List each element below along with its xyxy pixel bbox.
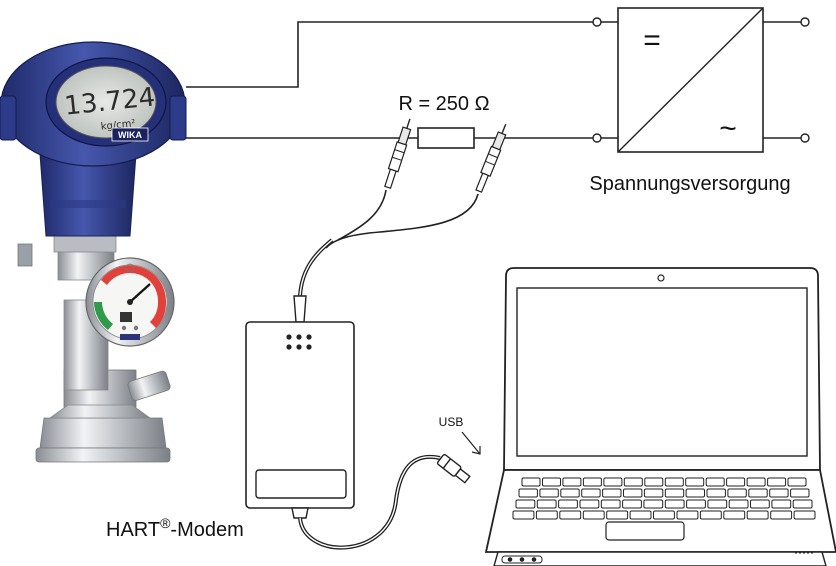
keyboard-key [750, 499, 770, 509]
keyboard-key [643, 499, 664, 509]
power-supply-symbol: = ~ [617, 7, 764, 153]
keyboard-key [606, 510, 629, 520]
keyboard-key [602, 488, 622, 498]
keyboard-key [581, 488, 601, 498]
keyboard-key [644, 477, 664, 487]
keyboard-key [746, 510, 769, 520]
usb-plug [436, 453, 471, 484]
keyboard-key [728, 499, 749, 509]
terminal-in-bottom [592, 133, 602, 143]
keyboard-key [539, 488, 559, 498]
keyboard-key [706, 488, 726, 498]
usb-cable [298, 454, 441, 550]
keyboard-key [653, 510, 675, 520]
laptop-touchpad [605, 521, 685, 541]
pressure-transmitter: 13.724 kg/cm² WIKA [0, 41, 187, 463]
keyboard-key [515, 499, 536, 509]
keyboard-key [560, 488, 580, 498]
terminal-out-top [800, 17, 810, 27]
keyboard-key [582, 510, 605, 520]
keyboard-key [643, 488, 664, 498]
keyboard-key [685, 488, 705, 498]
keyboard-key [542, 477, 561, 487]
supply-wiring [186, 21, 802, 139]
laptop [484, 267, 836, 566]
keyboard-key [767, 477, 787, 487]
transmitter-lcd [55, 65, 157, 139]
keyboard-key [792, 499, 813, 509]
probe-right [475, 123, 507, 193]
keyboard-key [664, 499, 685, 509]
keyboard-key [664, 488, 685, 498]
brand-logo: WIKA [118, 130, 142, 140]
usb-label: USB [439, 415, 464, 429]
keyboard-key [676, 510, 699, 520]
modem-led-grid [286, 334, 312, 350]
keyboard-key [579, 499, 600, 509]
keyboard-key [769, 488, 789, 498]
probe-left [384, 118, 412, 189]
hart-modem-label: HART®-Modem [106, 515, 244, 541]
ac-symbol: ~ [719, 112, 737, 145]
keyboard-key [726, 477, 746, 487]
gauge-needle [129, 283, 151, 303]
keyboard-key [705, 477, 725, 487]
power-supply-label: Spannungsversorgung [589, 173, 790, 195]
laptop-webcam [657, 274, 665, 282]
keyboard-key [707, 499, 728, 509]
keyboard-key [790, 488, 810, 498]
keyboard-key [512, 510, 535, 520]
keyboard-key [536, 499, 557, 509]
keyboard-key [793, 510, 816, 520]
dc-symbol: = [643, 24, 661, 57]
keyboard-key [748, 488, 768, 498]
keyboard-key [518, 488, 538, 498]
terminal-in-top [592, 17, 602, 27]
resistor-label: R = 250 Ω [398, 93, 489, 115]
keyboard-key [629, 510, 652, 520]
keyboard-key [771, 499, 792, 509]
terminal-out-bottom [800, 133, 810, 143]
modem-input-cable [293, 238, 334, 323]
keyboard-key [562, 477, 582, 487]
gauge-green-zone [94, 302, 113, 330]
keyboard-key [686, 499, 706, 509]
modem-label-area [255, 469, 347, 499]
keyboard-key [521, 477, 541, 487]
keyboard-key [622, 499, 642, 509]
keyboard-key [727, 488, 747, 498]
laptop-keyboard [512, 477, 816, 520]
keyboard-key [699, 510, 722, 520]
keyboard-key [535, 510, 558, 520]
keyboard-key [664, 477, 684, 487]
resistor-symbol [417, 127, 475, 149]
keyboard-key [685, 477, 705, 487]
keyboard-key [603, 477, 623, 487]
laptop-screen [516, 287, 808, 457]
keyboard-key [746, 477, 766, 487]
laptop-ports [501, 555, 543, 564]
keyboard-key [623, 488, 643, 498]
keyboard-key [723, 510, 746, 520]
gauge-red-zone [101, 265, 167, 302]
probe-cables [325, 189, 479, 249]
keyboard-key [787, 477, 807, 487]
usb-arrow-icon [461, 431, 481, 455]
keyboard-key [623, 477, 643, 487]
keyboard-key [558, 499, 578, 509]
top-supply-wire [186, 21, 594, 88]
keyboard-key [770, 510, 793, 520]
keyboard-key [559, 510, 582, 520]
hart-modem [245, 321, 355, 519]
keyboard-key [582, 477, 602, 487]
wire-terminals [592, 17, 810, 143]
keyboard-key [600, 499, 621, 509]
